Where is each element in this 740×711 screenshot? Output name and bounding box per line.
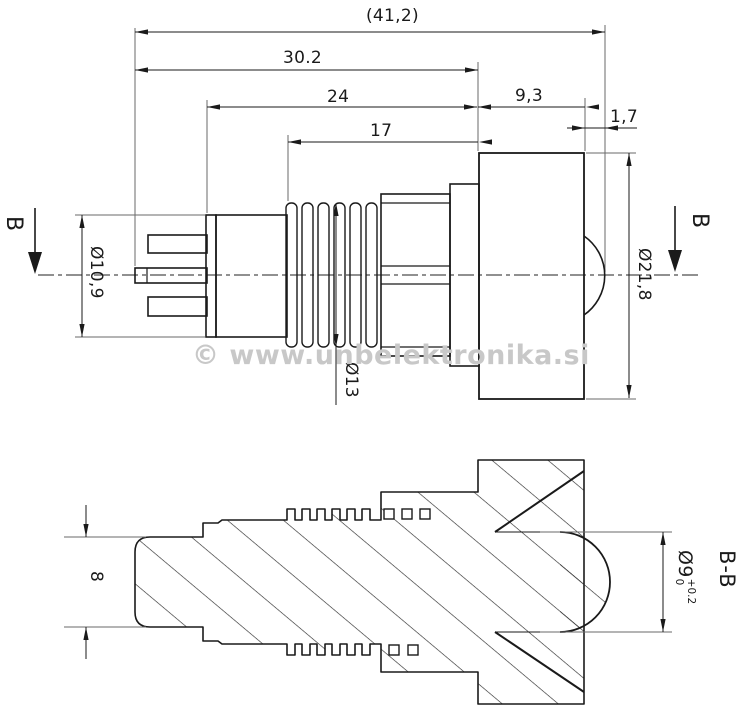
- section-dimension-arrows: [83, 524, 666, 640]
- top-view: [28, 25, 702, 405]
- section-lens-arc: [559, 531, 611, 633]
- dim-length-barrel: 24: [327, 87, 350, 107]
- section-marker-left: B: [1, 216, 26, 232]
- thread-ridges: [285, 202, 378, 348]
- bezel: [478, 152, 585, 400]
- section-outline: [134, 459, 585, 705]
- watermark: © www.unbelektronika.si: [192, 340, 590, 371]
- lens-dome: [583, 235, 606, 316]
- section-marker-right: B: [687, 213, 712, 229]
- pin-bottom: [147, 296, 208, 317]
- dim-rear-diameter: Ø10,9: [86, 246, 106, 299]
- section-cut-markers: [28, 206, 682, 274]
- section-view: [64, 459, 672, 705]
- dim-bezel-diameter: Ø21,8: [634, 248, 654, 301]
- thread-crest-squares: [383, 508, 431, 656]
- hole-diameter-value: Ø9: [673, 550, 696, 578]
- dimension-arrows: [79, 29, 632, 398]
- dim-length-to-bezel: 30.2: [283, 48, 323, 68]
- component-outline: [134, 152, 606, 400]
- dim-overall-length: (41,2): [366, 6, 419, 26]
- dimension-lines: [81, 31, 637, 405]
- dim-bezel-depth: 9,3: [515, 86, 543, 106]
- pin-middle: [134, 267, 208, 284]
- reflector-cone-edges: [494, 470, 585, 693]
- section-extension-lines: [64, 531, 672, 633]
- dim-rear-height: 8: [86, 571, 106, 583]
- section-view-label: B-B: [715, 550, 739, 589]
- dim-thread-length: 17: [370, 121, 393, 141]
- section-lens-fill: [560, 532, 610, 632]
- rear-body: [215, 214, 288, 338]
- dim-lens-protrusion: 1,7: [610, 107, 638, 127]
- pin-top: [147, 234, 208, 254]
